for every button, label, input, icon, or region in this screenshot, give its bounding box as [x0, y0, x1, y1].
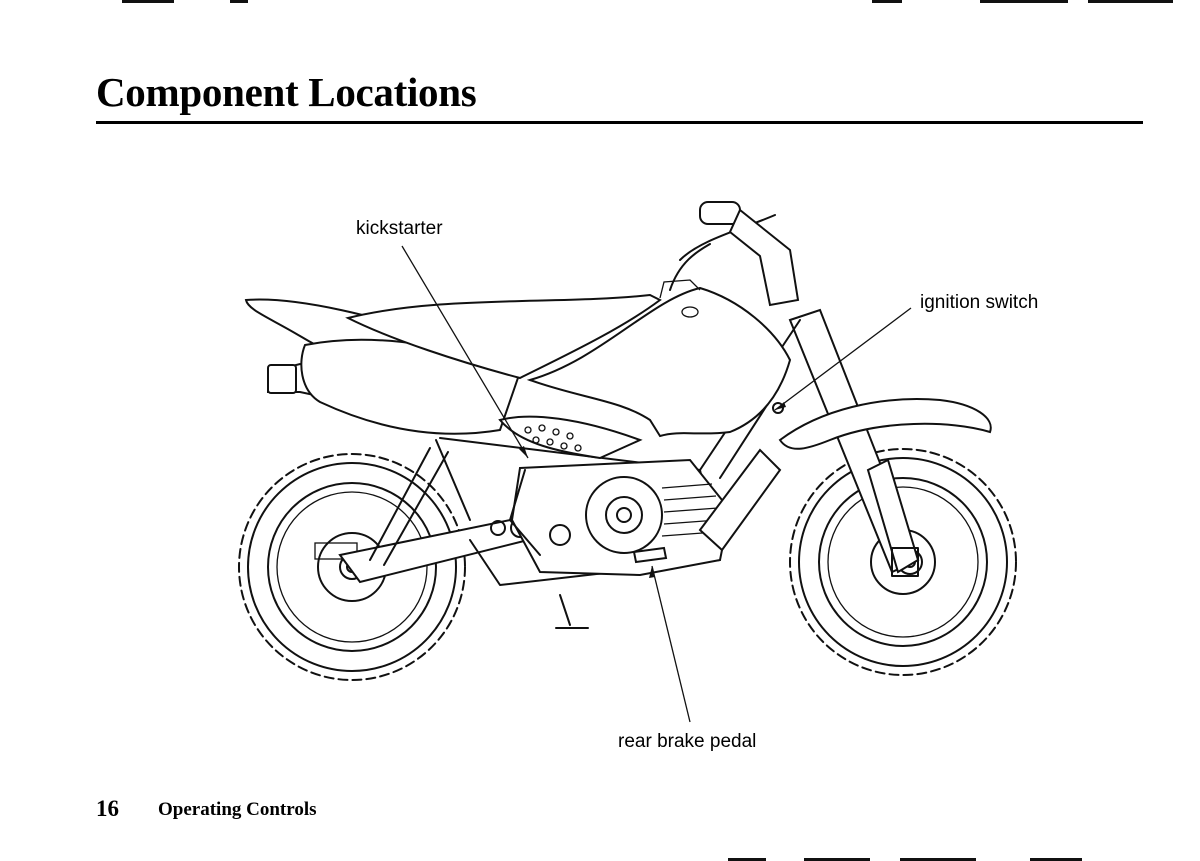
title-rule	[96, 121, 1143, 124]
page-edge-mark	[1030, 858, 1082, 861]
page-title: Component Locations	[96, 69, 477, 115]
fuel-tank	[526, 286, 792, 438]
callout-rear-brake-pedal: rear brake pedal	[618, 731, 757, 752]
page-edge-mark	[1088, 0, 1173, 3]
page-edge-mark	[900, 858, 976, 861]
page-edge-mark	[804, 858, 870, 861]
engine	[490, 448, 782, 577]
footer-page-number: 16	[96, 796, 119, 821]
footer-section-title: Operating Controls	[158, 799, 317, 820]
side-cover-holes	[498, 415, 643, 460]
callout-leaders	[401, 245, 912, 723]
page-edge-mark	[872, 0, 902, 3]
page-edge-mark	[728, 858, 766, 861]
kickstarter-lever	[509, 469, 541, 556]
seat	[345, 293, 662, 380]
callout-ignition-switch: ignition switch	[920, 292, 1039, 313]
ignition-switch	[772, 402, 784, 414]
handlebars	[669, 201, 800, 307]
page-edge-mark	[980, 0, 1068, 3]
page-edge-mark	[230, 0, 248, 3]
rear-brake-pedal	[632, 546, 668, 564]
page-edge-mark	[122, 0, 174, 3]
callout-kickstarter: kickstarter	[356, 218, 443, 239]
front-fender	[778, 398, 992, 450]
